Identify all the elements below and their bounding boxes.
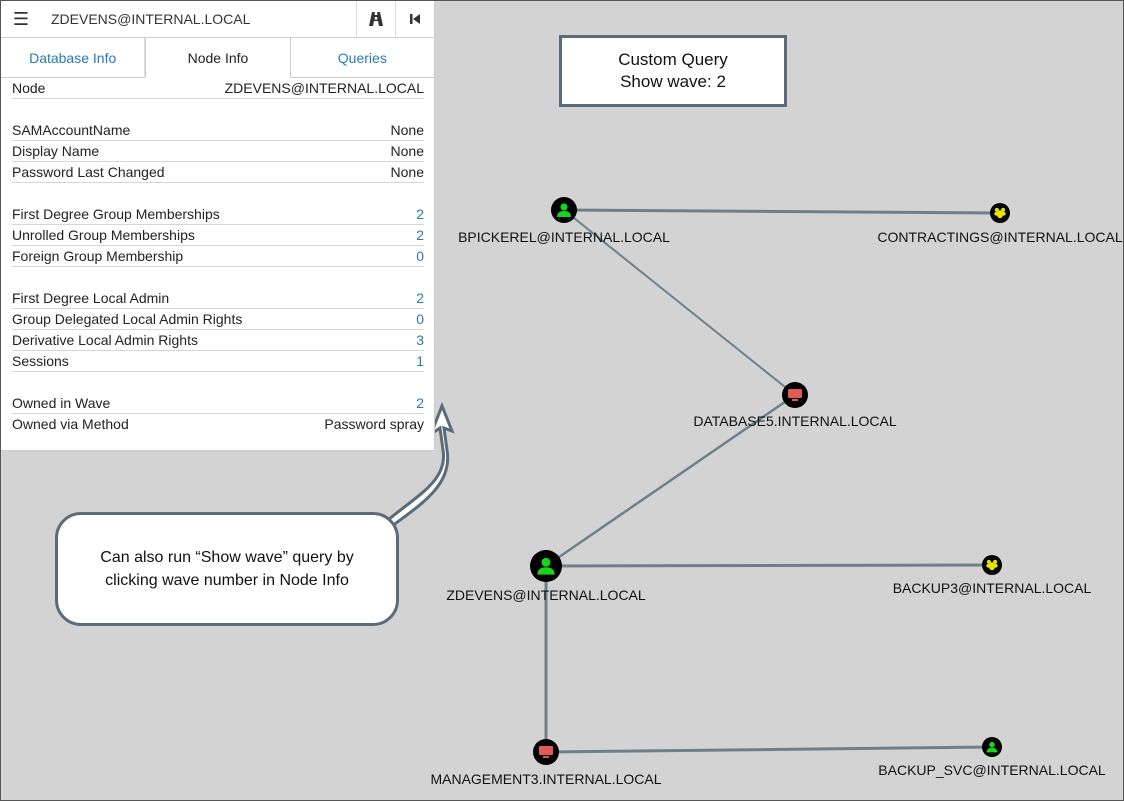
graph-edges	[544, 208, 1001, 754]
pathfinding-icon[interactable]	[356, 1, 395, 37]
graph-node-management3[interactable]: MANAGEMENT3.INTERNAL.LOCAL	[430, 739, 662, 787]
row-label: SAMAccountName	[12, 122, 131, 138]
graph-node-bpickerel[interactable]: BPICKEREL@INTERNAL.LOCAL	[458, 197, 670, 245]
row-value: None	[390, 164, 424, 180]
row-owned-in-wave: Owned in Wave 2	[12, 393, 424, 414]
row-label: Unrolled Group Memberships	[12, 227, 195, 243]
tab-queries[interactable]: Queries	[337, 49, 387, 66]
row-derivative-local-admin-rights: Derivative Local Admin Rights 3	[12, 330, 424, 351]
query-wave: Show wave: 2	[620, 72, 726, 91]
node-info-table: Node ZDEVENS@INTERNAL.LOCAL SAMAccountNa…	[1, 78, 434, 434]
row-password-last-changed: Password Last Changed None	[12, 162, 424, 183]
row-value: None	[390, 143, 424, 159]
node-label: BACKUP_SVC@INTERNAL.LOCAL	[878, 762, 1106, 778]
edge-bpickerel-contractings[interactable]	[563, 208, 1001, 215]
node-label: DATABASE5.INTERNAL.LOCAL	[693, 413, 897, 429]
edge-management3-backup_svc[interactable]	[545, 745, 993, 754]
query-title: Custom Query	[618, 50, 728, 69]
row-label: Owned via Method	[12, 416, 129, 432]
row-label: Node	[12, 80, 46, 96]
edge-zdevens-database5[interactable]	[545, 393, 796, 568]
row-value: Password spray	[324, 416, 424, 432]
row-label: Display Name	[12, 143, 100, 159]
graph-node-backup_svc[interactable]: BACKUP_SVC@INTERNAL.LOCAL	[878, 737, 1106, 778]
row-first-degree-group-memberships: First Degree Group Memberships 2	[12, 204, 424, 225]
group-icon	[994, 207, 1006, 219]
graph-node-database5[interactable]: DATABASE5.INTERNAL.LOCAL	[693, 382, 897, 429]
row-owned-via-method: Owned via Method Password spray	[12, 414, 424, 434]
row-samaccountname: SAMAccountName None	[12, 120, 424, 141]
row-value-link[interactable]: 3	[416, 332, 424, 348]
row-group-delegated-local-admin-rights: Group Delegated Local Admin Rights 0	[12, 309, 424, 330]
node-label: ZDEVENS@INTERNAL.LOCAL	[446, 587, 646, 603]
road-icon	[369, 12, 383, 26]
computer-icon	[539, 746, 553, 758]
row-label: First Degree Local Admin	[12, 290, 170, 306]
callout-line-1: Can also run “Show wave” query by	[100, 549, 354, 566]
row-value-link[interactable]: 0	[416, 311, 424, 327]
row-label: Sessions	[12, 353, 69, 369]
node-label: MANAGEMENT3.INTERNAL.LOCAL	[430, 771, 661, 787]
menu-icon[interactable]: ☰	[12, 8, 30, 29]
node-label: BACKUP3@INTERNAL.LOCAL	[893, 580, 1092, 596]
row-value-link[interactable]: 2	[416, 227, 424, 243]
node-label: BPICKEREL@INTERNAL.LOCAL	[458, 229, 670, 245]
collapse-panel-icon[interactable]	[395, 1, 434, 37]
row-foreign-group-membership: Foreign Group Membership 0	[12, 246, 424, 267]
step-backward-icon	[410, 14, 420, 24]
row-display-name: Display Name None	[12, 141, 424, 162]
edge-bpickerel-database5[interactable]	[563, 209, 796, 396]
row-label: First Degree Group Memberships	[12, 206, 220, 222]
node-info-panel: ☰ Database Info Node Info Queries Node Z…	[1, 1, 435, 451]
user-icon	[557, 203, 571, 217]
group-icon	[986, 559, 998, 571]
row-label: Password Last Changed	[12, 164, 165, 180]
callout-annotation: Can also run “Show wave” query by clicki…	[55, 512, 399, 626]
row-label: Derivative Local Admin Rights	[12, 332, 198, 348]
row-sessions: Sessions 1	[12, 351, 424, 372]
row-value-link[interactable]: 2	[416, 206, 424, 222]
panel-tabs: Database Info Node Info Queries	[1, 38, 434, 78]
user-icon	[986, 741, 998, 753]
row-value-link[interactable]: 2	[416, 290, 424, 306]
callout-pointer	[386, 401, 455, 529]
graph-nodes: BPICKEREL@INTERNAL.LOCAL CONTRACTINGS@INT…	[430, 197, 1123, 787]
row-value: ZDEVENS@INTERNAL.LOCAL	[224, 80, 424, 96]
callout-line-2: clicking wave number in Node Info	[105, 572, 349, 589]
row-first-degree-local-admin: First Degree Local Admin 2	[12, 288, 424, 309]
tab-database-info[interactable]: Database Info	[1, 38, 146, 77]
row-value-link[interactable]: 0	[416, 248, 424, 264]
graph-node-backup3[interactable]: BACKUP3@INTERNAL.LOCAL	[893, 555, 1092, 596]
user-icon	[537, 557, 555, 575]
row-label: Group Delegated Local Admin Rights	[12, 311, 243, 327]
row-unrolled-group-memberships: Unrolled Group Memberships 2	[12, 225, 424, 246]
search-input[interactable]	[41, 4, 356, 34]
computer-icon	[788, 389, 802, 401]
custom-query-annotation: Custom Query Show wave: 2	[559, 35, 787, 107]
edge-zdevens-backup3[interactable]	[545, 563, 993, 568]
row-label: Foreign Group Membership	[12, 248, 184, 264]
owned-in-wave-link[interactable]: 2	[416, 395, 424, 411]
graph-node-zdevens[interactable]: ZDEVENS@INTERNAL.LOCAL	[446, 550, 646, 603]
search-bar: ☰	[1, 1, 434, 38]
row-label: Owned in Wave	[12, 395, 111, 411]
row-node: Node ZDEVENS@INTERNAL.LOCAL	[12, 78, 424, 99]
tab-node-info[interactable]: Node Info	[145, 38, 291, 78]
node-label: CONTRACTINGS@INTERNAL.LOCAL	[877, 229, 1122, 245]
row-value: None	[390, 122, 424, 138]
row-value-link[interactable]: 1	[416, 353, 424, 369]
graph-node-contractings[interactable]: CONTRACTINGS@INTERNAL.LOCAL	[877, 203, 1123, 245]
